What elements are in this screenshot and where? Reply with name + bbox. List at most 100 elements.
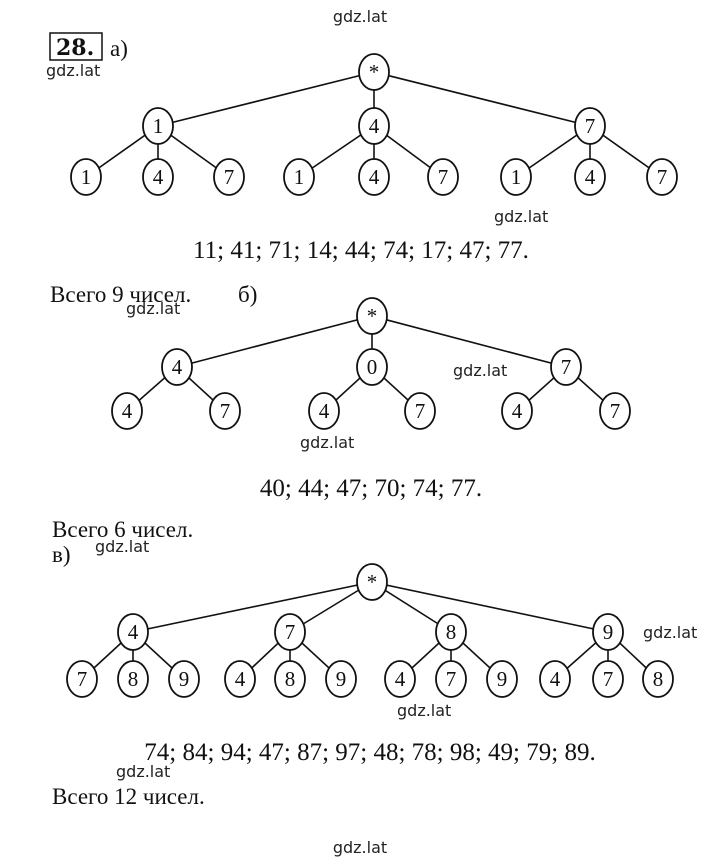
- tree-child-node: 7: [574, 107, 606, 145]
- problem-number-frame: [49, 32, 103, 61]
- tree-leaf-node-label: 1: [294, 165, 305, 189]
- tree-child-node: 4: [117, 613, 149, 651]
- tree-leaf-node: 4: [142, 158, 174, 196]
- tree-leaf-node-label: 4: [122, 399, 133, 423]
- tree-leaf-node-label: 9: [179, 667, 190, 691]
- tree-leaf-node-label: 4: [550, 667, 561, 691]
- tree-leaf-node-oval: [599, 392, 631, 430]
- tree-child-node: 7: [274, 613, 306, 651]
- tree-leaf-node-oval: [539, 660, 571, 698]
- tree-leaf-node-oval: [358, 158, 390, 196]
- tree-leaf-node-oval: [274, 660, 306, 698]
- tree-leaf-node-label: 7: [438, 165, 449, 189]
- tree-child-node: 4: [161, 348, 193, 386]
- tree-root-node-label: *: [367, 570, 378, 594]
- tree-leaf-node-oval: [325, 660, 357, 698]
- result-c-total: Всего 12 чисел.: [52, 784, 205, 809]
- tree-leaf-node-label: 7: [446, 667, 457, 691]
- tree-child-node-label: 7: [561, 355, 572, 379]
- tree-leaf-node-oval: [209, 392, 241, 430]
- tree-child-node-oval: [356, 348, 388, 386]
- watermark: gdz.lat: [116, 762, 170, 781]
- tree-root-node-oval: [358, 53, 390, 91]
- tree-leaf-node-oval: [66, 660, 98, 698]
- tree-leaf-node-oval: [500, 158, 532, 196]
- tree-leaf-node-oval: [574, 158, 606, 196]
- tree-edge: [371, 315, 567, 368]
- tree-leaf-node: 9: [325, 660, 357, 698]
- tree-leaf-node: 8: [117, 660, 149, 698]
- tree-leaf-node-oval: [404, 392, 436, 430]
- tree-child-node-label: 1: [153, 114, 164, 138]
- watermark: gdz.lat: [126, 299, 180, 318]
- result-a-sequence: 11; 41; 71; 14; 44; 74; 17; 47; 77.: [193, 237, 529, 264]
- tree-leaf-node: 1: [500, 158, 532, 196]
- watermark-top: gdz.lat: [333, 7, 387, 26]
- tree-child-node-oval: [161, 348, 193, 386]
- tree-leaf-node: 7: [435, 660, 467, 698]
- watermark: gdz.lat: [453, 361, 507, 380]
- tree-edge: [373, 71, 591, 127]
- tree-child-node-oval: [358, 107, 390, 145]
- tree-leaf-node: 7: [599, 392, 631, 430]
- tree-leaf-node: 7: [213, 158, 245, 196]
- tree-child-node: 1: [142, 107, 174, 145]
- tree-child-node-label: 4: [369, 114, 380, 138]
- tree-leaf-node: 4: [539, 660, 571, 698]
- tree-leaf-node-label: 7: [603, 667, 614, 691]
- tree-root-node-label: *: [367, 304, 378, 328]
- tree-leaf-node-label: 7: [224, 165, 235, 189]
- tree-leaf-node-label: 7: [610, 399, 621, 423]
- tree-leaf-node-label: 4: [585, 165, 596, 189]
- tree-leaf-node-oval: [435, 660, 467, 698]
- tree-leaf-node: 4: [111, 392, 143, 430]
- result-c-sequence: 74; 84; 94; 47; 87; 97; 48; 78; 98; 49; …: [144, 739, 595, 766]
- watermark-bottom: gdz.lat: [333, 838, 387, 857]
- tree-leaf-node-label: 8: [285, 667, 296, 691]
- tree-child-node-oval: [592, 613, 624, 651]
- tree-leaf-node: 7: [209, 392, 241, 430]
- tree-edge: [176, 315, 373, 368]
- tree-child-node: 8: [435, 613, 467, 651]
- tree-leaf-node: 4: [501, 392, 533, 430]
- tree-child-node-label: 4: [172, 355, 183, 379]
- tree-leaf-node-oval: [142, 158, 174, 196]
- tree-leaf-node: 8: [642, 660, 674, 698]
- tree-leaf-node-oval: [486, 660, 518, 698]
- part-b-label: б): [238, 282, 257, 307]
- tree-leaf-node-oval: [213, 158, 245, 196]
- tree-leaf-node: 7: [404, 392, 436, 430]
- tree-leaf-node-label: 1: [511, 165, 522, 189]
- tree-leaf-node-oval: [111, 392, 143, 430]
- watermark: gdz.lat: [95, 537, 149, 556]
- tree-child-node-label: 7: [585, 114, 596, 138]
- tree-leaf-node-oval: [117, 660, 149, 698]
- tree-child-node-oval: [142, 107, 174, 145]
- tree-child-node-label: 7: [285, 620, 296, 644]
- tree-leaf-node-oval: [283, 158, 315, 196]
- result-b-total: Всего 6 чисел.: [52, 517, 193, 542]
- tree-leaf-node-label: 7: [657, 165, 668, 189]
- tree-edge: [371, 581, 609, 633]
- tree-leaf-node-label: 8: [128, 667, 139, 691]
- tree-edge: [132, 581, 373, 633]
- tree-leaf-node-label: 7: [415, 399, 426, 423]
- tree-root-node-label: *: [369, 60, 380, 84]
- tree-root-node-oval: [356, 297, 388, 335]
- problem-number: 28.: [49, 32, 103, 61]
- tree-root-node: *: [356, 563, 388, 601]
- tree-leaf-node: 4: [384, 660, 416, 698]
- tree-child-node-label: 4: [128, 620, 139, 644]
- tree-root-node-oval: [356, 563, 388, 601]
- tree-child-node-oval: [117, 613, 149, 651]
- problem-number-text: 28.: [56, 35, 94, 61]
- tree-child-node: 0: [356, 348, 388, 386]
- tree-leaf-node-oval: [427, 158, 459, 196]
- part-c-label: в): [52, 542, 71, 567]
- tree-leaf-node-oval: [224, 660, 256, 698]
- tree-leaf-node: 4: [358, 158, 390, 196]
- tree-child-node: 9: [592, 613, 624, 651]
- tree-leaf-node-label: 4: [235, 667, 246, 691]
